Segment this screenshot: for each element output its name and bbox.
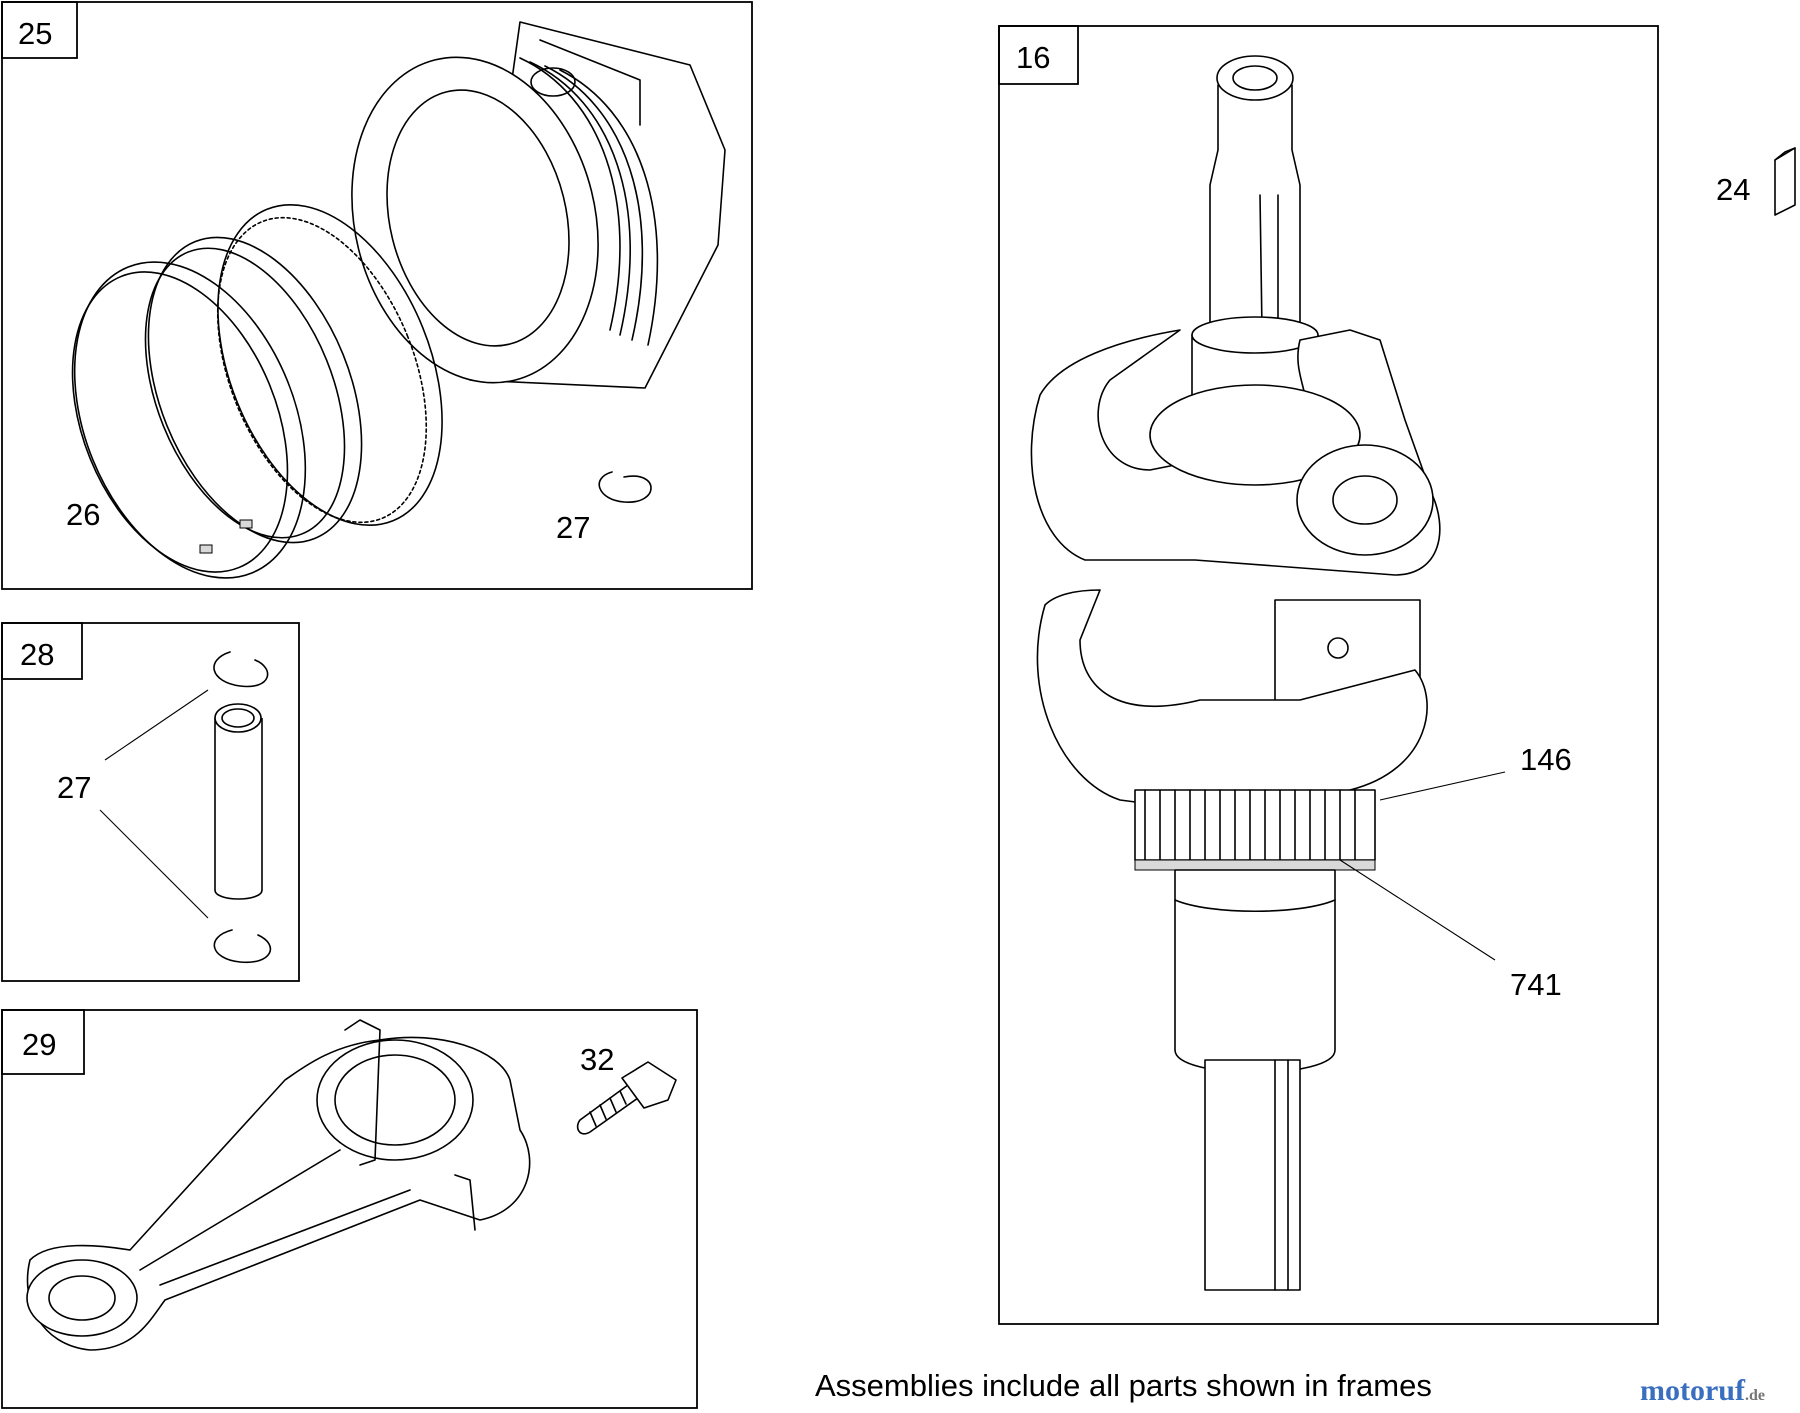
- piston-pin-illustration: [214, 703, 263, 900]
- key-illustration: [1774, 147, 1796, 216]
- connecting-rod-illustration: [26, 1019, 531, 1351]
- piston-illustration: [351, 21, 726, 389]
- callout-27-piston: 27: [556, 510, 590, 545]
- lock-ring-upper-illustration: [213, 651, 269, 688]
- crankshaft-illustration: [1030, 55, 1441, 1291]
- callout-146: 146: [1520, 742, 1572, 777]
- frame-number-25: 25: [18, 16, 52, 51]
- rod-bolt-illustration: [576, 1061, 677, 1135]
- piston-pin-lock-ring-illustration: [598, 471, 652, 503]
- callout-27-pin: 27: [57, 770, 91, 805]
- frame-number-29: 29: [22, 1027, 56, 1062]
- connecting-rod-frame: 29 32: [1, 1009, 698, 1409]
- callout-26: 26: [66, 497, 100, 532]
- key-24-part: 24: [1716, 147, 1796, 216]
- crankshaft-frame: 16: [998, 25, 1659, 1325]
- watermark-suffix: .de: [1745, 1387, 1765, 1404]
- crankshaft-gear-illustration: [1134, 789, 1376, 871]
- piston-pin-frame: 28 27: [1, 622, 300, 982]
- watermark-logo: motoruf.de: [1640, 1374, 1765, 1407]
- callout-741: 741: [1510, 967, 1562, 1002]
- lock-ring-lower-illustration: [213, 929, 272, 963]
- watermark-main: motoruf: [1640, 1374, 1746, 1407]
- frame-number-28: 28: [20, 637, 54, 672]
- frame-number-16: 16: [1016, 40, 1050, 75]
- assemblies-caption: Assemblies include all parts shown in fr…: [815, 1368, 1432, 1403]
- svg-text:motoruf.de: motoruf.de: [1640, 1374, 1765, 1407]
- callout-24: 24: [1716, 172, 1750, 207]
- callout-32: 32: [580, 1042, 614, 1077]
- piston-rings-illustration: [71, 203, 443, 579]
- piston-assembly-frame: 25 26 27: [1, 1, 753, 590]
